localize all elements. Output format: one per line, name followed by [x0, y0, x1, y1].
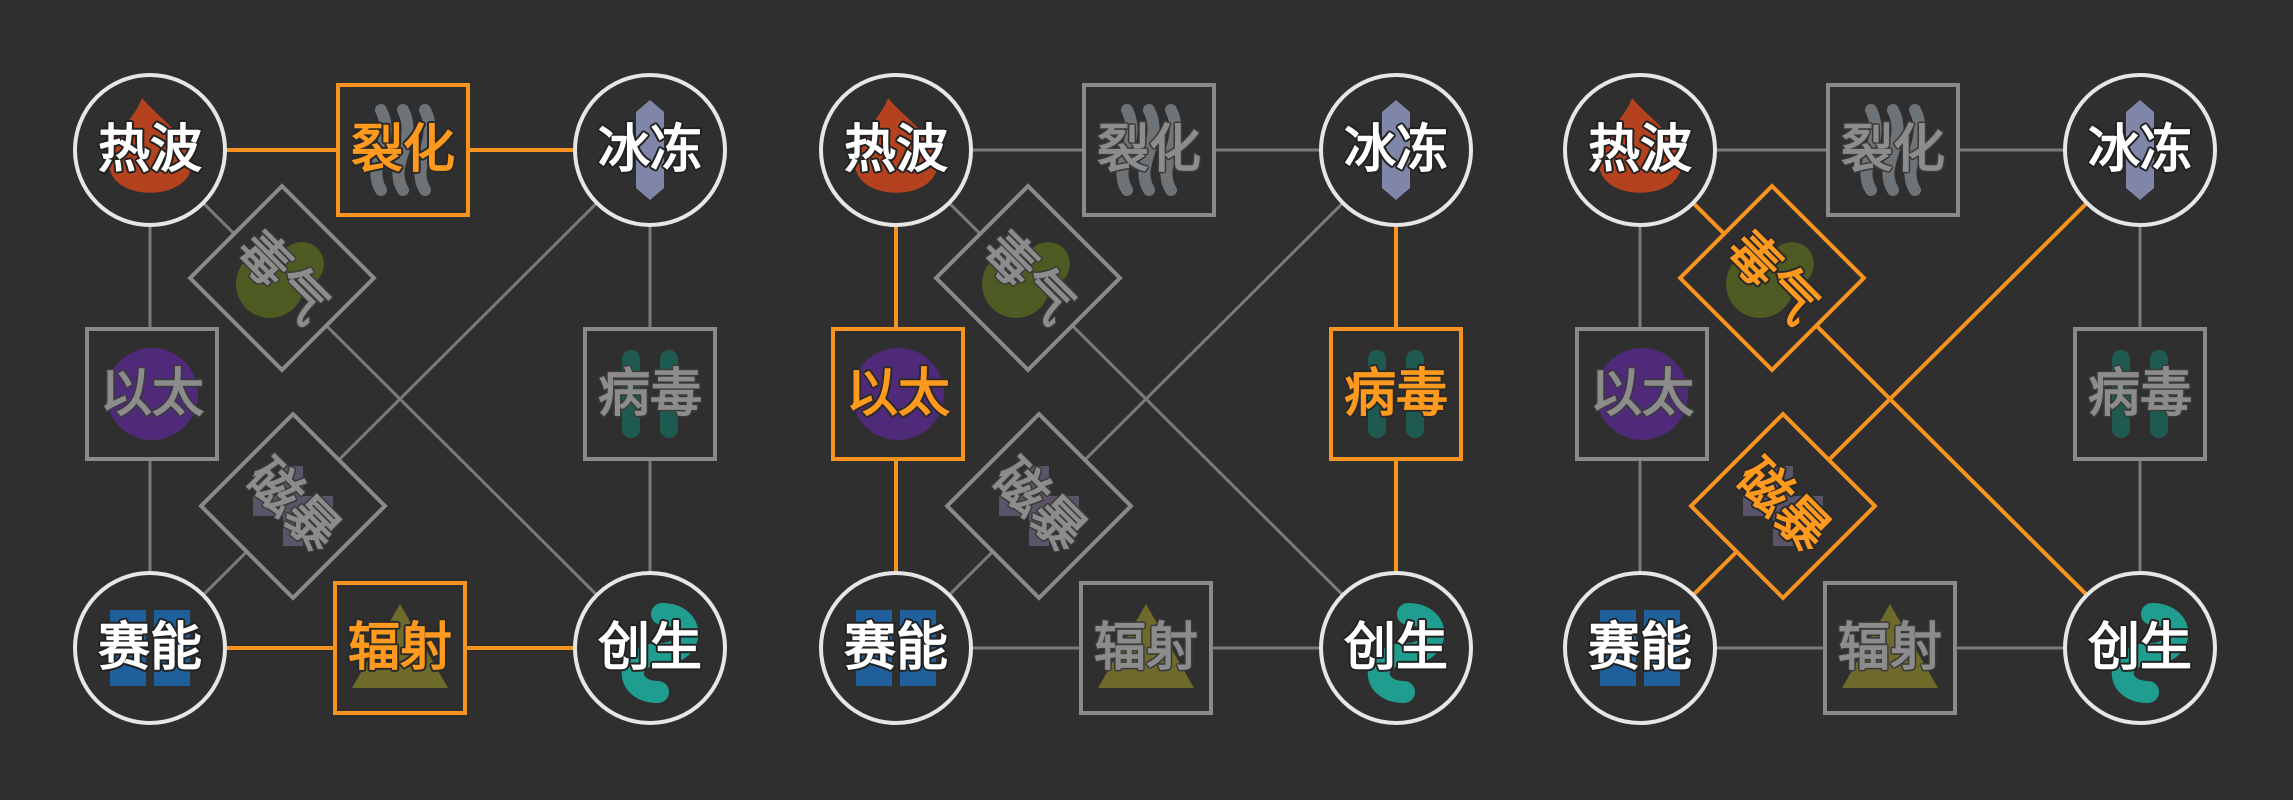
psi-bars-icon [1600, 610, 1680, 686]
element-label: 创生 [2087, 618, 2192, 678]
reaction-label: 以太 [100, 364, 204, 424]
ice-crystal-icon [2126, 100, 2154, 200]
element-label: 赛能 [844, 618, 948, 678]
reaction-toxin[interactable]: 毒气 [1677, 183, 1867, 373]
element-label: 赛能 [1588, 618, 1692, 678]
reaction-box [583, 327, 717, 461]
element-genesis[interactable]: 创生 [573, 571, 727, 725]
magnet-icon [1743, 466, 1823, 546]
connector-lines [148, 148, 652, 650]
radiation-triangle-icon [1098, 604, 1194, 688]
element-label: 冰冻 [2088, 120, 2192, 180]
flame-icon [108, 98, 192, 193]
toxin-cloud-icon [236, 242, 324, 318]
element-psi[interactable]: 赛能 [1563, 571, 1717, 725]
element-freeze[interactable]: 冰冻 [1319, 73, 1473, 227]
reaction-virus[interactable]: 病毒 [2073, 327, 2207, 461]
reaction-magstorm[interactable]: 磁暴 [1688, 411, 1878, 601]
connector-magstorm [148, 148, 652, 650]
element-freeze[interactable]: 冰冻 [573, 73, 727, 227]
reaction-label: 裂化 [1841, 120, 1945, 180]
element-psi[interactable]: 赛能 [819, 571, 973, 725]
virus-icon [2112, 350, 2168, 438]
connector-magstorm [894, 148, 1398, 650]
element-label: 创生 [1343, 618, 1448, 678]
reaction-label: 辐射 [1838, 618, 1942, 678]
radiation-triangle-icon [1842, 604, 1938, 688]
reaction-label: 辐射 [348, 618, 452, 678]
ether-orb-icon [106, 348, 198, 440]
element-heatwave[interactable]: 热波 [819, 73, 973, 227]
psi-bars-icon [856, 610, 936, 686]
reaction-ether[interactable]: 以太 [85, 327, 219, 461]
genesis-swirl-icon [2111, 603, 2189, 703]
reaction-radiation[interactable]: 辐射 [333, 581, 467, 715]
element-genesis[interactable]: 创生 [1319, 571, 1473, 725]
reaction-virus[interactable]: 病毒 [1329, 327, 1463, 461]
reaction-box [2073, 327, 2207, 461]
toxin-cloud-icon [982, 242, 1070, 318]
toxin-cloud-icon [1726, 242, 1814, 318]
element-genesis[interactable]: 创生 [2063, 571, 2217, 725]
reaction-magstorm[interactable]: 磁暴 [944, 411, 1134, 601]
reaction-fission[interactable]: 裂化 [1082, 83, 1216, 217]
reaction-toxin[interactable]: 毒气 [933, 183, 1123, 373]
reaction-label: 病毒 [598, 364, 702, 424]
virus-icon [1368, 350, 1424, 438]
element-heatwave[interactable]: 热波 [1563, 73, 1717, 227]
ice-crystal-icon [1382, 100, 1410, 200]
element-label: 热波 [1588, 120, 1692, 180]
element-label: 热波 [844, 120, 948, 180]
reaction-toxin[interactable]: 毒气 [187, 183, 377, 373]
smoke-icon [370, 104, 436, 196]
radiation-triangle-icon [352, 604, 448, 688]
reaction-label: 辐射 [1094, 618, 1198, 678]
connector-magstorm [1638, 148, 2142, 650]
element-freeze[interactable]: 冰冻 [2063, 73, 2217, 227]
psi-bars-icon [110, 610, 190, 686]
connector-lines [1638, 148, 2142, 650]
reaction-magstorm[interactable]: 磁暴 [198, 411, 388, 601]
element-label: 热波 [98, 120, 202, 180]
virus-icon [622, 350, 678, 438]
smoke-icon [1860, 104, 1926, 196]
magnet-icon [253, 466, 333, 546]
reaction-box [1329, 327, 1463, 461]
element-label: 冰冻 [1344, 120, 1448, 180]
reaction-label: 裂化 [351, 120, 455, 180]
element-psi[interactable]: 赛能 [73, 571, 227, 725]
reaction-label: 裂化 [1097, 120, 1201, 180]
genesis-swirl-icon [621, 603, 699, 703]
reaction-radiation[interactable]: 辐射 [1823, 581, 1957, 715]
magnet-icon [999, 466, 1079, 546]
reaction-ether[interactable]: 以太 [1575, 327, 1709, 461]
flame-icon [1598, 98, 1682, 193]
reaction-label: 病毒 [2088, 364, 2192, 424]
element-label: 创生 [597, 618, 702, 678]
smoke-icon [1116, 104, 1182, 196]
ether-orb-icon [1596, 348, 1688, 440]
connector-lines [894, 148, 1398, 650]
reaction-virus[interactable]: 病毒 [583, 327, 717, 461]
ether-orb-icon [852, 348, 944, 440]
reaction-ether[interactable]: 以太 [831, 327, 965, 461]
reaction-fission[interactable]: 裂化 [336, 83, 470, 217]
ice-crystal-icon [636, 100, 664, 200]
element-label: 赛能 [98, 618, 202, 678]
reaction-label: 病毒 [1344, 364, 1448, 424]
flame-icon [854, 98, 938, 193]
reaction-radiation[interactable]: 辐射 [1079, 581, 1213, 715]
reaction-label: 以太 [846, 364, 950, 424]
element-label: 冰冻 [598, 120, 702, 180]
genesis-swirl-icon [1367, 603, 1445, 703]
reaction-label: 以太 [1590, 364, 1694, 424]
element-heatwave[interactable]: 热波 [73, 73, 227, 227]
reaction-fission[interactable]: 裂化 [1826, 83, 1960, 217]
